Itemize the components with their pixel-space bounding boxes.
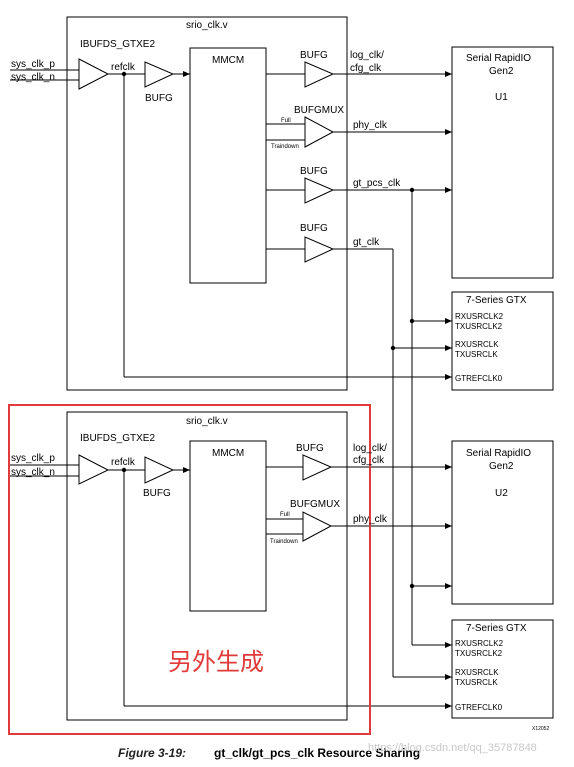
mux-traindown-bottom: Traindown — [270, 539, 298, 545]
srio-u1-label: U1 — [495, 92, 508, 103]
mmcm-label-top: MMCM — [212, 55, 244, 66]
refclk-label-top: refclk — [111, 62, 136, 73]
serial-rapidio-u2 — [451, 440, 554, 605]
bufg-label-gt: BUFG — [300, 223, 328, 234]
bufgmux-label-bottom: BUFGMUX — [290, 499, 340, 510]
highlight-box — [8, 404, 371, 735]
bufg-label-log-top: BUFG — [300, 50, 328, 61]
module-title-bottom: srio_clk.v — [186, 416, 228, 427]
bufg-label-log-bottom: BUFG — [296, 443, 324, 454]
srio-u2-label: U2 — [495, 488, 508, 499]
watermark: https://blog.csdn.net/qq_35787848 — [368, 742, 537, 754]
log-clk-label-bottom: log_clk/ — [353, 443, 387, 454]
ibufds-gtxe2-top — [78, 58, 110, 90]
gtx-gtrefclk0-bottom: GTREFCLK0 — [455, 703, 503, 712]
cfg-clk-label-bottom: cfg_clk — [353, 455, 385, 466]
mux-full-bottom: Full — [280, 512, 290, 518]
cfg-clk-label-top: cfg_clk — [350, 63, 382, 74]
phy-clk-label-bottom: phy_clk — [353, 514, 388, 525]
gtx-rxusrclk2-bottom: RXUSRCLK2 — [455, 639, 504, 648]
bufg-label-pcs: BUFG — [300, 166, 328, 177]
bufgmux-top — [304, 116, 335, 148]
srio-clk-module-bottom — [66, 411, 348, 721]
gtx-bottom — [451, 619, 554, 719]
bufg-label-refclk-top: BUFG — [145, 93, 173, 104]
gt-pcs-clk-label: gt_pcs_clk — [353, 178, 401, 189]
mux-traindown-top: Traindown — [271, 144, 299, 150]
gtx-rxusrclk2-top: RXUSRCLK2 — [455, 312, 504, 321]
gtx-rxusrclk-top: RXUSRCLK — [455, 340, 499, 349]
module-title-top: srio_clk.v — [186, 20, 228, 31]
bufg-log-clk-bottom — [302, 454, 333, 481]
sys-clk-n-top: sys_clk_n — [11, 72, 55, 83]
ibuf-label-bottom: IBUFDS_GTXE2 — [80, 433, 155, 444]
gtx-title-bottom: 7-Series GTX — [466, 623, 527, 634]
serial-rapidio-u1 — [451, 46, 554, 279]
srio-clk-module-top — [66, 16, 348, 391]
bottom-clock-module — [10, 411, 452, 721]
gtx-txusrclk2-bottom: TXUSRCLK2 — [455, 649, 503, 658]
refclk-label-bottom: refclk — [111, 457, 136, 468]
mmcm-label-bottom: MMCM — [212, 448, 244, 459]
mux-full-top: Full — [281, 118, 291, 124]
junction-dots — [121, 71, 415, 589]
gtx-title-top: 7-Series GTX — [466, 295, 527, 306]
phy-clk-label-top: phy_clk — [353, 120, 388, 131]
caption-figure-number: Figure 3-19: — [118, 746, 186, 760]
bufg-log-clk-top — [304, 61, 335, 88]
mmcm-bottom — [189, 440, 267, 612]
bufg-gt-clk — [304, 236, 335, 263]
bufgmux-label-top: BUFGMUX — [294, 105, 344, 116]
ibufds-gtxe2-bottom — [78, 454, 110, 485]
caption-title: gt_clk/gt_pcs_clk Resource Sharing — [214, 746, 420, 760]
gtx-gtrefclk0-top: GTREFCLK0 — [455, 374, 503, 383]
gtx-rxusrclk-bottom: RXUSRCLK — [455, 668, 499, 677]
sys-clk-p-top: sys_clk_p — [11, 59, 55, 70]
gtx-txusrclk2-top: TXUSRCLK2 — [455, 322, 503, 331]
sys-clk-n-bottom: sys_clk_n — [11, 467, 55, 478]
srio-gen2-u1: Gen2 — [489, 66, 514, 77]
gtx-top — [451, 291, 554, 391]
bufg-label-refclk-bottom: BUFG — [143, 488, 171, 499]
bufgmux-bottom — [302, 511, 333, 542]
sys-clk-p-bottom: sys_clk_p — [11, 453, 55, 464]
gtx-txusrclk-top: TXUSRCLK — [455, 350, 498, 359]
figure-id: X12052 — [532, 726, 549, 732]
gtx-txusrclk-bottom: TXUSRCLK — [455, 678, 498, 687]
gt-clk-label: gt_clk — [353, 237, 380, 248]
ibuf-label-top: IBUFDS_GTXE2 — [80, 39, 155, 50]
srio-gen2-u2: Gen2 — [489, 461, 514, 472]
srio-title-u2: Serial RapidIO — [466, 448, 531, 459]
top-clock-module — [10, 16, 452, 391]
bufg-gt-pcs-clk — [304, 177, 335, 204]
srio-title-u1: Serial RapidIO — [466, 53, 531, 64]
bufg-refclk-top — [144, 61, 175, 88]
mmcm-top — [189, 47, 267, 284]
log-clk-label-top: log_clk/ — [350, 50, 384, 61]
overlay-annotation: 另外生成 — [168, 648, 264, 676]
bufg-refclk-bottom — [144, 456, 175, 484]
